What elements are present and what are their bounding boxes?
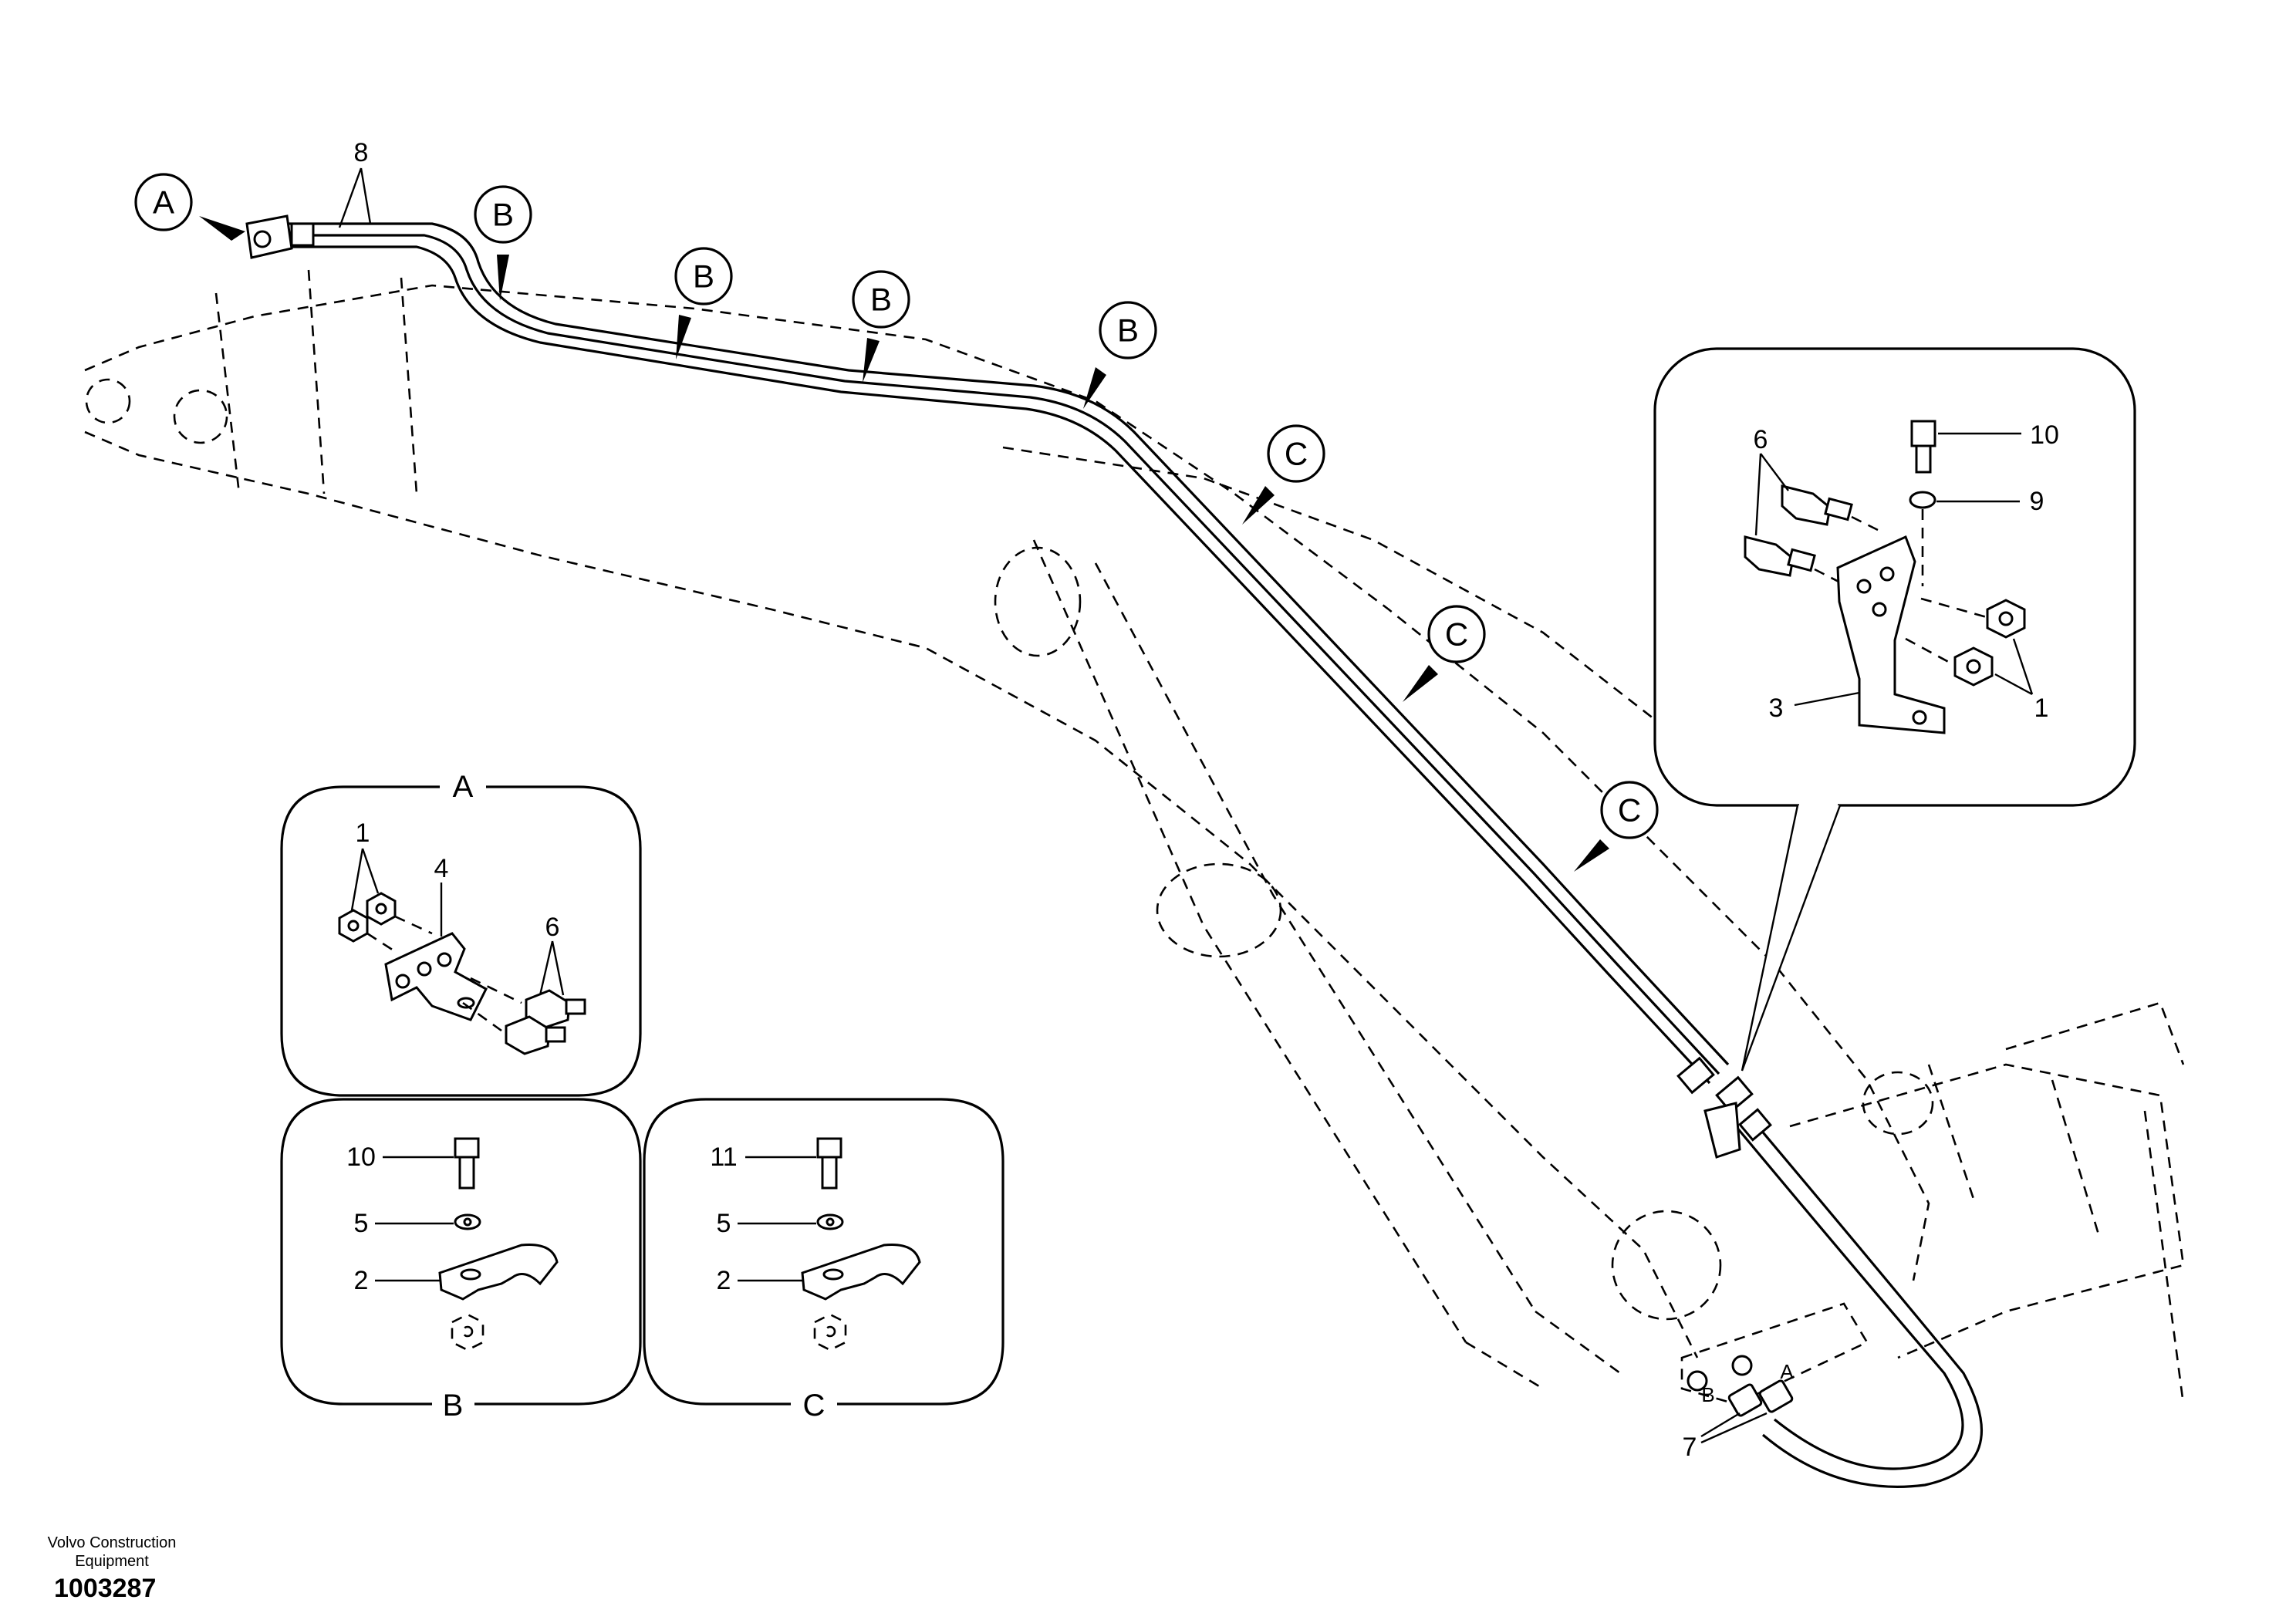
frame-c-label-11: 11 bbox=[710, 1142, 737, 1172]
footer-brand: Volvo Construction Equipment bbox=[23, 1534, 201, 1571]
inset-label-1: 1 bbox=[2034, 694, 2049, 723]
callout-b-1: B bbox=[474, 185, 532, 301]
callout-c-3: C bbox=[1574, 781, 1659, 872]
mid-bracket-fitting bbox=[1676, 1056, 1772, 1159]
frame-a-label-4: 4 bbox=[434, 854, 449, 883]
inset-bracket bbox=[1836, 535, 1946, 734]
label-pipe-8: 8 bbox=[338, 138, 372, 228]
callout-a: A bbox=[134, 173, 245, 241]
callout-c-2: C bbox=[1403, 605, 1486, 702]
svg-text:B: B bbox=[693, 258, 714, 295]
inset-washer bbox=[1909, 491, 1936, 509]
frame-b-label-2: 2 bbox=[354, 1266, 369, 1295]
callout-b-3: B bbox=[852, 270, 910, 383]
inset-label-3: 3 bbox=[1769, 694, 1784, 723]
callout-b-4: B bbox=[1083, 301, 1157, 409]
frame-b-label-5: 5 bbox=[354, 1209, 369, 1238]
svg-text:C: C bbox=[1445, 616, 1468, 653]
detail-frame-a: A 1 4 6 bbox=[280, 770, 642, 1097]
inset-fitting-lower bbox=[1744, 535, 1816, 577]
hose-end-fittings bbox=[1687, 1355, 1794, 1417]
brand-line-1: Volvo Construction bbox=[47, 1534, 177, 1551]
svg-text:B: B bbox=[870, 282, 892, 318]
label-hose-7: 7 B A bbox=[1683, 1360, 1795, 1462]
svg-text:B: B bbox=[492, 197, 514, 233]
inset-fitting-upper bbox=[1781, 484, 1853, 526]
frame-a-label-1: 1 bbox=[356, 818, 370, 848]
boom-outline bbox=[84, 269, 2185, 1406]
frame-c-label-5: 5 bbox=[717, 1209, 731, 1238]
hydraulic-pipe-run bbox=[278, 222, 1983, 1488]
svg-text:C: C bbox=[1285, 436, 1308, 472]
detail-frame-c: C 11 5 2 bbox=[643, 1098, 1004, 1423]
svg-text:A: A bbox=[153, 184, 174, 221]
callout-c-1: C bbox=[1242, 424, 1325, 525]
brand-line-2: Equipment bbox=[75, 1553, 149, 1570]
svg-text:8: 8 bbox=[354, 138, 369, 167]
frame-b-title: B bbox=[443, 1389, 464, 1423]
inset-label-10: 10 bbox=[2030, 420, 2059, 450]
svg-text:A: A bbox=[1780, 1360, 1794, 1383]
frame-a-title: A bbox=[453, 770, 474, 804]
svg-text:B: B bbox=[1117, 312, 1139, 349]
frame-b-label-10: 10 bbox=[346, 1142, 376, 1172]
inset-label-9: 9 bbox=[2030, 487, 2044, 516]
svg-text:7: 7 bbox=[1683, 1433, 1697, 1462]
inset-nuts bbox=[1953, 599, 2026, 687]
inset-label-6: 6 bbox=[1754, 425, 1768, 454]
frame-c-label-2: 2 bbox=[717, 1266, 731, 1295]
pipe-end-fitting-top bbox=[245, 214, 315, 259]
frame-a-label-6: 6 bbox=[545, 913, 560, 942]
svg-text:C: C bbox=[1618, 792, 1641, 829]
inset-detail: 6 10 9 3 1 bbox=[1653, 347, 2136, 1072]
svg-text:B: B bbox=[1701, 1383, 1714, 1406]
detail-frame-b: B 10 5 2 bbox=[280, 1098, 642, 1423]
inset-screw bbox=[1910, 420, 1936, 474]
callout-b-2: B bbox=[674, 247, 733, 359]
drawing-number: 1003287 bbox=[54, 1574, 157, 1603]
frame-c-title: C bbox=[803, 1389, 826, 1423]
